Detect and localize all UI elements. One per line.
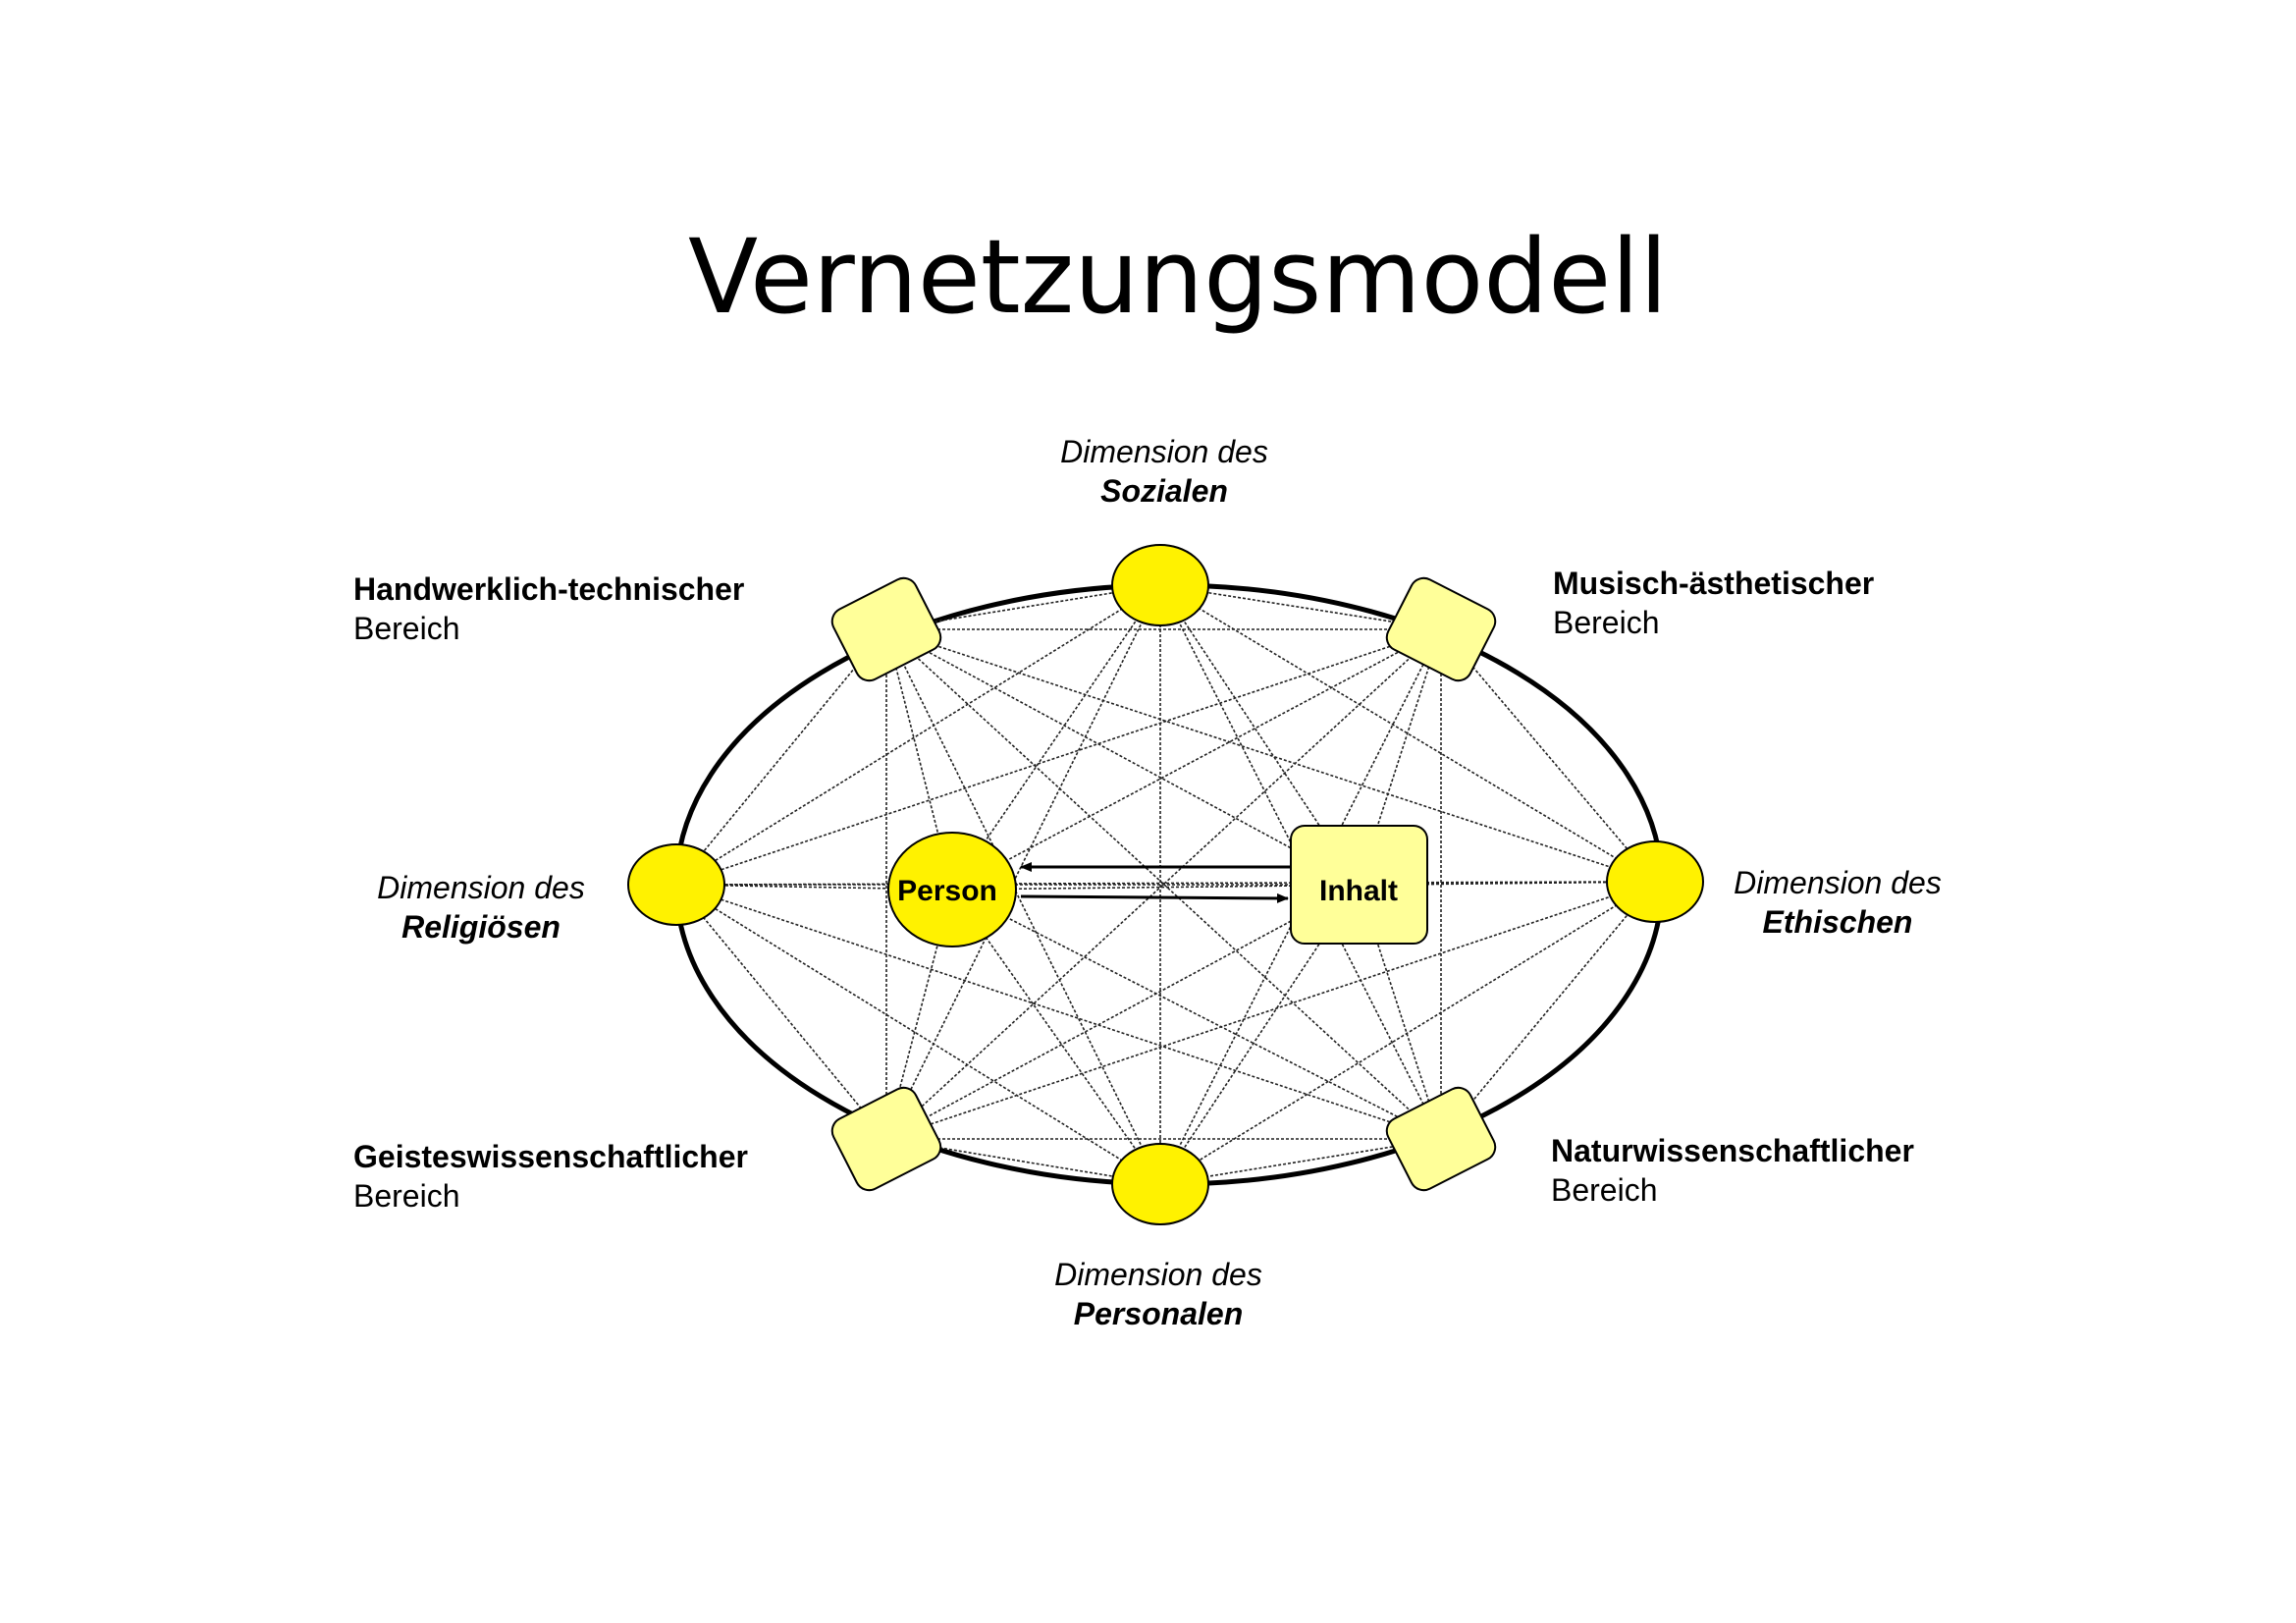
node-natur	[1385, 1086, 1497, 1192]
geistes-label-line1: Geisteswissenschaftlicher	[353, 1139, 748, 1174]
node-sozialen	[1111, 544, 1209, 626]
ethischen-label-line1: Dimension des	[1734, 865, 1942, 900]
inhalt-node	[1290, 825, 1428, 945]
connection-line	[675, 884, 1161, 1185]
node-religioesen	[627, 843, 725, 926]
connection-lines	[675, 584, 1656, 1185]
connection-line	[885, 628, 1442, 1140]
inhalt-label: Inhalt	[1319, 875, 1398, 907]
node-handwerklich	[830, 576, 942, 682]
connection-line	[675, 584, 1161, 886]
node-personalen	[1111, 1143, 1209, 1225]
arrow-person-to-inhalt	[1020, 893, 1289, 903]
node-musisch	[1385, 576, 1497, 682]
node-ethischen	[1606, 840, 1704, 923]
center-connection-line	[1159, 584, 1360, 886]
religioesen-label-line1: Dimension des	[377, 870, 585, 905]
center-connection-line	[1159, 884, 1360, 1185]
musisch-label-line2: Bereich	[1553, 605, 1660, 640]
connection-line	[1440, 628, 1656, 883]
personalen-label-line1: Dimension des	[1054, 1257, 1262, 1292]
connection-line	[675, 884, 887, 1140]
religioesen-label-line2: Religiösen	[401, 909, 561, 945]
person-label: Person	[897, 875, 997, 907]
natur-label-line2: Bereich	[1551, 1172, 1658, 1208]
sozialen-label-line2: Sozialen	[1100, 473, 1228, 509]
connection-line	[675, 628, 887, 886]
center-connection-line	[951, 881, 1656, 891]
ethischen-label-line2: Ethischen	[1763, 904, 1913, 940]
natur-label-line1: Naturwissenschaftlicher	[1551, 1133, 1914, 1168]
connection-line	[675, 628, 1442, 886]
musisch-label-line1: Musisch-ästhetischer	[1553, 566, 1874, 601]
page-title: Vernetzungsmodell	[688, 217, 1668, 337]
handwerklich-label-line2: Bereich	[353, 611, 460, 646]
connection-line	[1440, 881, 1656, 1140]
center-connection-line	[951, 889, 1161, 1185]
center-connection-line	[951, 628, 1442, 891]
center-connection-line	[951, 584, 1161, 891]
connection-line	[885, 628, 1442, 1140]
connection-line	[1159, 881, 1656, 1185]
personalen-label-line2: Personalen	[1074, 1296, 1244, 1331]
connection-line	[885, 628, 1656, 883]
connection-line	[885, 628, 1161, 1185]
connection-line	[885, 881, 1656, 1140]
center-connection-line	[885, 628, 1360, 886]
sozialen-label-line1: Dimension des	[1060, 434, 1268, 469]
center-connection-line	[951, 889, 1442, 1140]
node-geistes	[830, 1086, 942, 1192]
handwerklich-label-line1: Handwerklich-technischer	[353, 571, 744, 607]
center-connection-line	[885, 889, 953, 1140]
center-connection-line	[885, 884, 1360, 1140]
connection-line	[675, 884, 1442, 1140]
geistes-label-line2: Bereich	[353, 1178, 460, 1214]
connection-line	[1159, 584, 1656, 883]
person-node	[887, 832, 1017, 947]
